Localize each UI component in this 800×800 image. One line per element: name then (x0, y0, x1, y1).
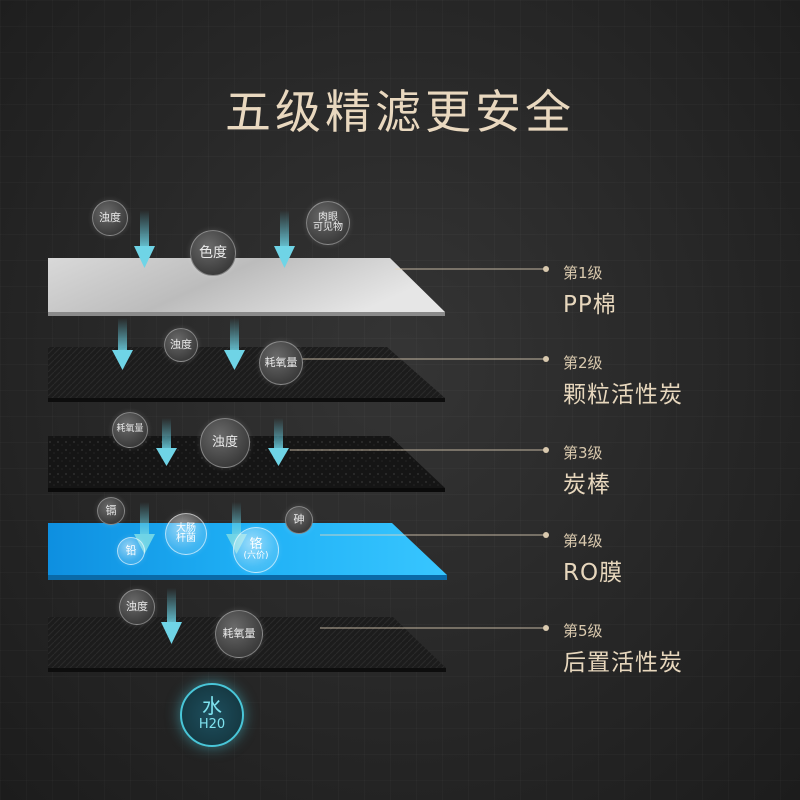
leader-dot (543, 356, 549, 362)
layer-label-5: 第5级 后置活性炭 (563, 620, 683, 677)
arrow-down-icon (268, 418, 289, 466)
impurity-label: 耗氧量 (116, 424, 144, 435)
impurity-bubble: 色度 (190, 230, 236, 276)
water-formula: H20 (198, 717, 226, 732)
layer-name: 颗粒活性炭 (563, 382, 683, 408)
impurity-label: 色度 (199, 244, 227, 261)
layer-label-1: 第1级 PP棉 (563, 262, 617, 319)
layer-name: RO膜 (563, 560, 624, 586)
arrow-down-icon (112, 318, 133, 370)
layer-2-granular-carbon (48, 347, 445, 402)
impurity-label: 耗氧量 (264, 356, 298, 370)
impurity-bubble: 浊度 (164, 328, 198, 362)
leader-dot (543, 447, 549, 453)
impurity-bubble: 浊度 (119, 589, 155, 625)
arrow-down-icon (161, 588, 182, 644)
impurity-bubble: 耗氧量 (215, 610, 263, 658)
impurity-bubble: 浊度 (92, 200, 128, 236)
impurity-bubble: 砷 (285, 506, 313, 534)
impurity-label: 浊度 (126, 600, 148, 614)
layer-name: 后置活性炭 (563, 650, 683, 676)
impurity-label: 杆菌 (176, 533, 196, 544)
leader-lines (290, 268, 545, 629)
impurity-bubble: 浊度 (200, 418, 250, 468)
impurity-bubble: 耗氧量 (259, 341, 303, 385)
impurity-bubble: 铅 (117, 537, 145, 565)
impurity-label: 浊度 (211, 435, 238, 451)
layer-level: 第3级 (563, 444, 603, 462)
impurity-bubble: 大肠 杆菌 (165, 513, 207, 555)
layer-label-3: 第3级 炭棒 (563, 442, 611, 499)
impurity-bubble: 镉 (97, 497, 125, 525)
impurity-label: 铅 (125, 544, 137, 558)
impurity-label: 浊度 (170, 338, 192, 352)
impurity-label: 砷 (293, 513, 305, 527)
arrow-down-icon (274, 210, 295, 268)
impurity-bubble: 铬 (六价) (233, 527, 279, 573)
impurity-label: 耗氧量 (222, 627, 256, 641)
layer-label-4: 第4级 RO膜 (563, 530, 623, 587)
arrow-down-icon (134, 210, 155, 268)
pure-water-badge: 水 H20 (180, 683, 244, 747)
impurity-label: 大肠 (176, 522, 196, 534)
impurity-label: 浊度 (99, 211, 121, 225)
arrow-down-icon (224, 318, 245, 370)
layer-name: 炭棒 (563, 472, 611, 498)
layer-level: 第4级 (563, 532, 603, 550)
impurity-label: 可见物 (313, 222, 343, 233)
layer-level: 第1级 (563, 264, 603, 282)
leader-dot (543, 266, 549, 272)
leader-dot (543, 625, 549, 631)
page-title: 五级精滤更安全 (225, 85, 575, 139)
impurity-bubble: 肉眼 可见物 (306, 201, 350, 245)
impurity-label: (六价) (243, 551, 269, 562)
impurity-label: 镉 (105, 504, 117, 518)
layer-level: 第2级 (563, 354, 603, 372)
layer-name: PP棉 (563, 292, 617, 318)
layer-label-2: 第2级 颗粒活性炭 (563, 352, 683, 409)
arrow-down-icon (156, 418, 177, 466)
impurity-label: 肉眼 (318, 211, 338, 223)
water-char: 水 (202, 694, 222, 718)
impurity-bubble: 耗氧量 (112, 412, 148, 448)
layer-level: 第5级 (563, 622, 603, 640)
layer-3-carbon-rod (48, 436, 445, 492)
leader-dot (543, 532, 549, 538)
layer-1-pp-cotton (48, 258, 445, 316)
impurity-label: 铬 (249, 537, 263, 553)
